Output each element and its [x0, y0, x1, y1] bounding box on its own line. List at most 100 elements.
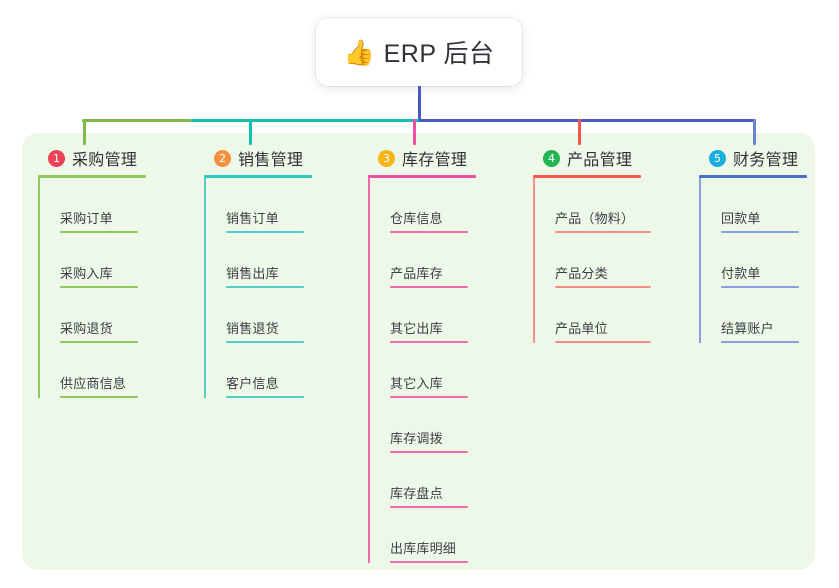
branch-column-5: 5 财务管理回款单付款单结算账户 — [699, 146, 807, 343]
leaf-item-underline — [226, 286, 304, 288]
leaf-item[interactable]: 仓库信息 — [368, 178, 476, 233]
branch-number-badge: 5 — [709, 149, 726, 167]
leaf-item-label: 产品库存 — [390, 266, 443, 281]
branch-leaf-list: 仓库信息产品库存其它出库其它入库库存调拨库存盘点出库库明细 — [368, 178, 476, 563]
branch-leaf-list: 回款单付款单结算账户 — [699, 178, 807, 343]
branch-leaf-list: 产品（物料） 产品分类产品单位 — [533, 178, 651, 343]
leaf-item-underline — [390, 506, 468, 508]
leaf-item-underline — [390, 231, 468, 233]
leaf-item[interactable]: 销售订单 — [204, 178, 312, 233]
branch-header-1[interactable]: 1 采购管理 — [38, 146, 146, 170]
branch-drop-2 — [249, 119, 252, 145]
branch-title: 财务管理 — [733, 152, 799, 169]
leaf-item-label: 付款单 — [721, 266, 761, 281]
leaf-item[interactable]: 供应商信息 — [38, 343, 146, 398]
leaf-item-label: 销售退货 — [226, 321, 279, 336]
leaf-item-label: 库存盘点 — [390, 486, 443, 501]
branch-number-badge: 3 — [378, 149, 395, 167]
leaf-item-underline — [555, 286, 651, 288]
branch-title: 采购管理 — [72, 152, 138, 169]
leaf-item-label: 销售出库 — [226, 266, 279, 281]
branch-header-5[interactable]: 5 财务管理 — [699, 146, 807, 170]
branch-title-underline — [533, 175, 641, 178]
leaf-item-underline — [555, 231, 651, 233]
branch-title-underline — [38, 175, 146, 178]
branch-title-underline — [699, 175, 807, 178]
leaf-item-underline — [390, 341, 468, 343]
branch-spine-line — [368, 178, 370, 563]
leaf-item[interactable]: 采购退货 — [38, 288, 146, 343]
leaf-item-label: 其它出库 — [390, 321, 443, 336]
leaf-item[interactable]: 其它入库 — [368, 343, 476, 398]
branch-number-badge: 2 — [214, 149, 231, 167]
leaf-item[interactable]: 产品单位 — [533, 288, 651, 343]
leaf-item[interactable]: 采购订单 — [38, 178, 146, 233]
branch-spine-line — [699, 178, 701, 343]
leaf-item[interactable]: 库存盘点 — [368, 453, 476, 508]
branch-title: 库存管理 — [402, 152, 468, 169]
leaf-item[interactable]: 销售出库 — [204, 233, 312, 288]
branch-drop-5 — [753, 119, 756, 145]
branch-spine-line — [204, 178, 206, 398]
branch-title-underline — [204, 175, 312, 178]
leaf-item[interactable]: 销售退货 — [204, 288, 312, 343]
branch-title: 销售管理 — [238, 152, 304, 169]
leaf-item[interactable]: 出库库明细 — [368, 508, 476, 563]
leaf-item-underline — [390, 451, 468, 453]
bus-segment-2 — [191, 119, 419, 122]
leaf-item-underline — [390, 396, 468, 398]
leaf-item-underline — [226, 341, 304, 343]
leaf-item-underline — [721, 341, 799, 343]
branch-title-underline — [368, 175, 476, 178]
branch-leaf-list: 采购订单采购入库采购退货供应商信息 — [38, 178, 146, 398]
branch-column-2: 2 销售管理销售订单销售出库销售退货客户信息 — [204, 146, 312, 398]
leaf-item[interactable]: 产品库存 — [368, 233, 476, 288]
root-node-card[interactable]: 👍 ERP 后台 — [316, 18, 522, 86]
leaf-item[interactable]: 产品（物料） — [533, 178, 651, 233]
branch-column-3: 3 库存管理仓库信息产品库存其它出库其它入库库存调拨库存盘点出库库明细 — [368, 146, 476, 563]
leaf-item[interactable]: 库存调拨 — [368, 398, 476, 453]
branch-number-badge: 1 — [48, 149, 65, 167]
branch-drop-4 — [578, 119, 581, 145]
branch-spine-line — [533, 178, 535, 343]
leaf-item-label: 库存调拨 — [390, 431, 443, 446]
leaf-item[interactable]: 产品分类 — [533, 233, 651, 288]
leaf-item-label: 结算账户 — [721, 321, 774, 336]
root-stem-connector — [418, 86, 421, 122]
leaf-item-underline — [721, 231, 799, 233]
branch-leaf-list: 销售订单销售出库销售退货客户信息 — [204, 178, 312, 398]
leaf-item-label: 客户信息 — [226, 376, 279, 391]
branch-header-2[interactable]: 2 销售管理 — [204, 146, 312, 170]
leaf-item[interactable]: 付款单 — [699, 233, 807, 288]
leaf-item-underline — [390, 561, 468, 563]
branch-number-badge: 4 — [543, 149, 560, 167]
leaf-item[interactable]: 其它出库 — [368, 288, 476, 343]
leaf-item-label: 出库库明细 — [390, 541, 457, 556]
leaf-item-label: 供应商信息 — [60, 376, 127, 391]
leaf-item-underline — [60, 286, 138, 288]
branch-drop-3 — [413, 119, 416, 145]
leaf-item[interactable]: 回款单 — [699, 178, 807, 233]
leaf-item-label: 产品分类 — [555, 266, 608, 281]
leaf-item-label: 回款单 — [721, 211, 761, 226]
leaf-item-underline — [226, 231, 304, 233]
branch-header-3[interactable]: 3 库存管理 — [368, 146, 476, 170]
leaf-item-label: 销售订单 — [226, 211, 279, 226]
leaf-item-label: 其它入库 — [390, 376, 443, 391]
leaf-item-underline — [390, 286, 468, 288]
root-node-label: ERP 后台 — [383, 40, 495, 68]
thumbs-up-icon: 👍 — [343, 38, 375, 67]
leaf-item[interactable]: 采购入库 — [38, 233, 146, 288]
leaf-item[interactable]: 结算账户 — [699, 288, 807, 343]
branch-column-1: 1 采购管理采购订单采购入库采购退货供应商信息 — [38, 146, 146, 398]
leaf-item-label: 采购入库 — [60, 266, 113, 281]
branch-drop-1 — [83, 119, 86, 145]
leaf-item-label: 采购退货 — [60, 321, 113, 336]
leaf-item-underline — [721, 286, 799, 288]
leaf-item-underline — [226, 396, 304, 398]
leaf-item[interactable]: 客户信息 — [204, 343, 312, 398]
